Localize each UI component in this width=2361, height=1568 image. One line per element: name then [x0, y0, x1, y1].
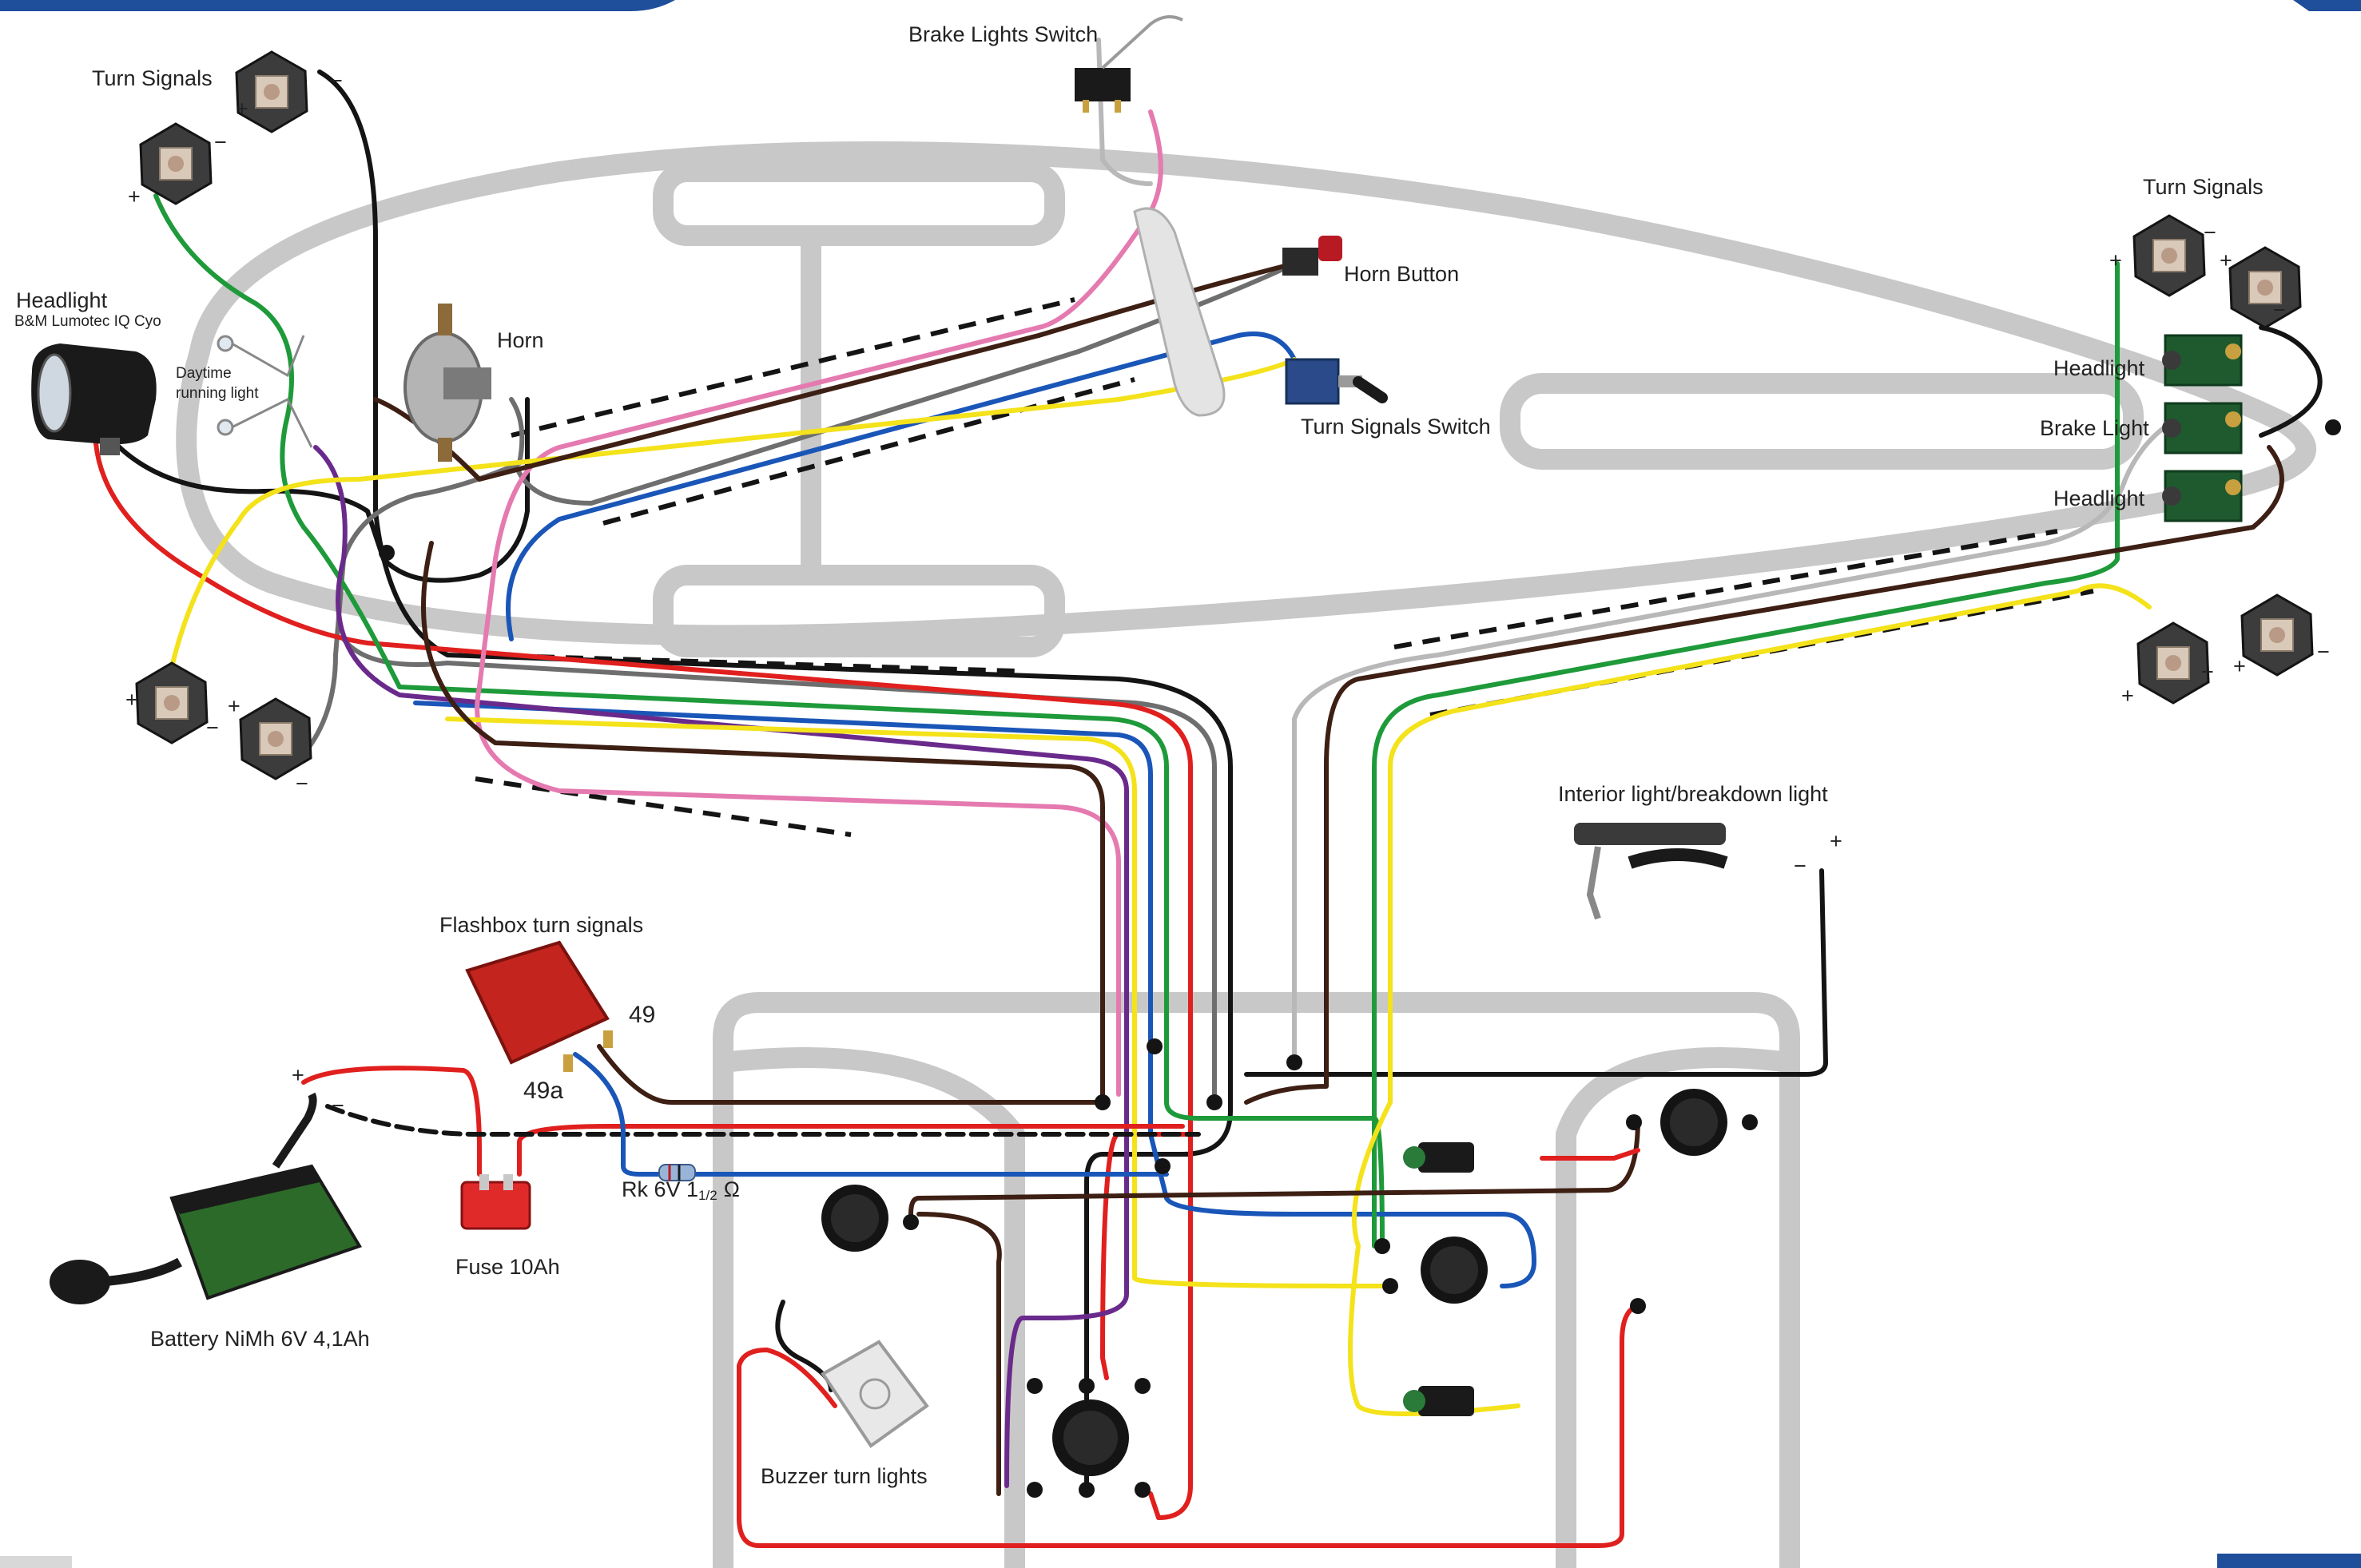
header-bar-left [0, 0, 675, 11]
wire-blue-trunk [413, 331, 1536, 1288]
label-brake-light-right: Brake Light [2040, 416, 2149, 440]
rocker-switch-1 [821, 1185, 888, 1252]
wire-flash-blue [573, 1052, 1169, 1177]
buzzer-device [821, 1340, 929, 1448]
led-board-headlight-bottom [2162, 470, 2243, 522]
rocker-switch-4 [1052, 1399, 1129, 1476]
fuse-device [460, 1174, 531, 1230]
label-plus-battery: + [292, 1063, 304, 1087]
label-headlight-right-top: Headlight [2053, 356, 2145, 380]
junction-dots [379, 419, 2341, 1498]
label-plus-led-8: + [2233, 654, 2246, 678]
wire-black-trunk [317, 69, 1233, 1488]
label-plus-led-7: + [2121, 684, 2134, 708]
brake-lights-switch-device [1075, 15, 1183, 113]
wires [93, 38, 2323, 1548]
battery-pack [50, 1092, 362, 1304]
label-daytime-1: Daytime [176, 365, 232, 382]
daytime-running-light-bulbs [217, 335, 313, 448]
wire-black-right-harness [2259, 325, 2323, 438]
headlight-lamp [31, 343, 157, 455]
led-board-headlight-top [2162, 334, 2243, 387]
turn-signals-switch-device [1285, 358, 1388, 405]
label-turn-signals-right: Turn Signals [2143, 175, 2264, 199]
label-minus-led-5: − [2204, 220, 2216, 244]
wire-yellow-trunk [169, 357, 1393, 1288]
brake-lever [1133, 207, 1226, 417]
horn-button-device [1282, 236, 1342, 276]
label-plus-led-6: + [2220, 248, 2232, 272]
label-buzzer: Buzzer turn lights [761, 1464, 928, 1488]
label-fuse: Fuse 10Ah [455, 1255, 560, 1279]
wire-battery-red [301, 1066, 1185, 1177]
label-horn: Horn [497, 328, 544, 352]
wire-grey-trunk [297, 261, 1297, 1105]
led-star-left-bottom-1 [135, 661, 209, 744]
label-resistor-sub: 1/2 [698, 1188, 717, 1203]
wire-red-main [93, 441, 1194, 1520]
footer-bar-right [2217, 1554, 2361, 1568]
wire-black-headlight [105, 397, 530, 583]
label-minus-led-6: − [2273, 298, 2286, 322]
label-daytime-2: running light [176, 385, 259, 402]
wire-red-right [737, 1148, 1640, 1548]
wire-green-right [1372, 261, 2120, 1248]
led-star-right-bottom-1 [2136, 621, 2210, 705]
rocker-switch-2 [1421, 1237, 1488, 1304]
indicator-led-1 [1403, 1142, 1474, 1173]
label-interior-light: Interior light/breakdown light [1558, 782, 1828, 806]
label-battery: Battery NiMh 6V 4,1Ah [150, 1327, 370, 1351]
label-plus-led-5: + [2109, 248, 2122, 272]
led-star-left-top-1 [235, 50, 308, 133]
label-minus-led-4: − [296, 772, 308, 796]
wire-battery-black-dashed [325, 1104, 1201, 1137]
wire-yellow-right [1348, 583, 2152, 1416]
label-flashbox: Flashbox turn signals [439, 913, 643, 937]
label-plus-led-2: + [128, 185, 141, 208]
rocker-switch-3 [1660, 1089, 1727, 1156]
label-minus-led-2: − [214, 130, 227, 154]
vehicle-outline [176, 141, 2316, 1568]
wire-black-interior [1244, 868, 1828, 1077]
led-star-left-top-2 [139, 122, 213, 205]
label-minus-led-3: − [206, 716, 219, 740]
led-board-brake [2162, 402, 2243, 455]
wire-green-trunk [153, 193, 1385, 1248]
footer-bar-left [0, 1556, 72, 1568]
label-horn-button: Horn Button [1344, 262, 1459, 286]
label-minus-interior: − [1794, 854, 1807, 878]
label-plus-led-1: + [236, 97, 248, 121]
led-star-left-bottom-2 [239, 697, 312, 780]
label-headlight: Headlight [16, 288, 108, 312]
interior-light-device [1574, 823, 1728, 920]
label-terminal-49a: 49a [523, 1078, 563, 1104]
led-star-right-top-2 [2228, 246, 2302, 329]
text-labels: Turn Signals Headlight B&M Lumotec IQ Cy… [14, 22, 2330, 1488]
resistor-device [658, 1164, 696, 1181]
led-star-right-top-1 [2132, 214, 2206, 297]
led-star-right-bottom-2 [2240, 593, 2314, 677]
label-minus-led-7: − [2201, 660, 2214, 684]
label-plus-interior: + [1830, 829, 1842, 853]
horn-device [403, 304, 491, 462]
label-headlight-right-bottom: Headlight [2053, 486, 2145, 510]
label-resistor-unit: Ω [724, 1177, 740, 1201]
wire-purple-trunk [313, 445, 1129, 1488]
label-headlight-model: B&M Lumotec IQ Cyo [14, 313, 161, 330]
header-bar-right [2293, 0, 2361, 11]
label-plus-led-4: + [228, 694, 240, 718]
label-plus-led-3: + [125, 688, 138, 712]
label-brake-lights-switch: Brake Lights Switch [908, 22, 1098, 46]
label-turn-signals-switch: Turn Signals Switch [1301, 415, 1491, 439]
flashbox-device [465, 940, 613, 1072]
label-turn-signals-left: Turn Signals [92, 66, 213, 90]
label-terminal-49: 49 [629, 1002, 655, 1028]
label-minus-led-1: − [330, 69, 343, 93]
label-minus-led-8: − [2317, 640, 2330, 664]
wire-white-trunk [1096, 38, 2208, 1065]
label-minus-battery: − [332, 1094, 344, 1117]
indicator-led-2 [1403, 1386, 1474, 1416]
